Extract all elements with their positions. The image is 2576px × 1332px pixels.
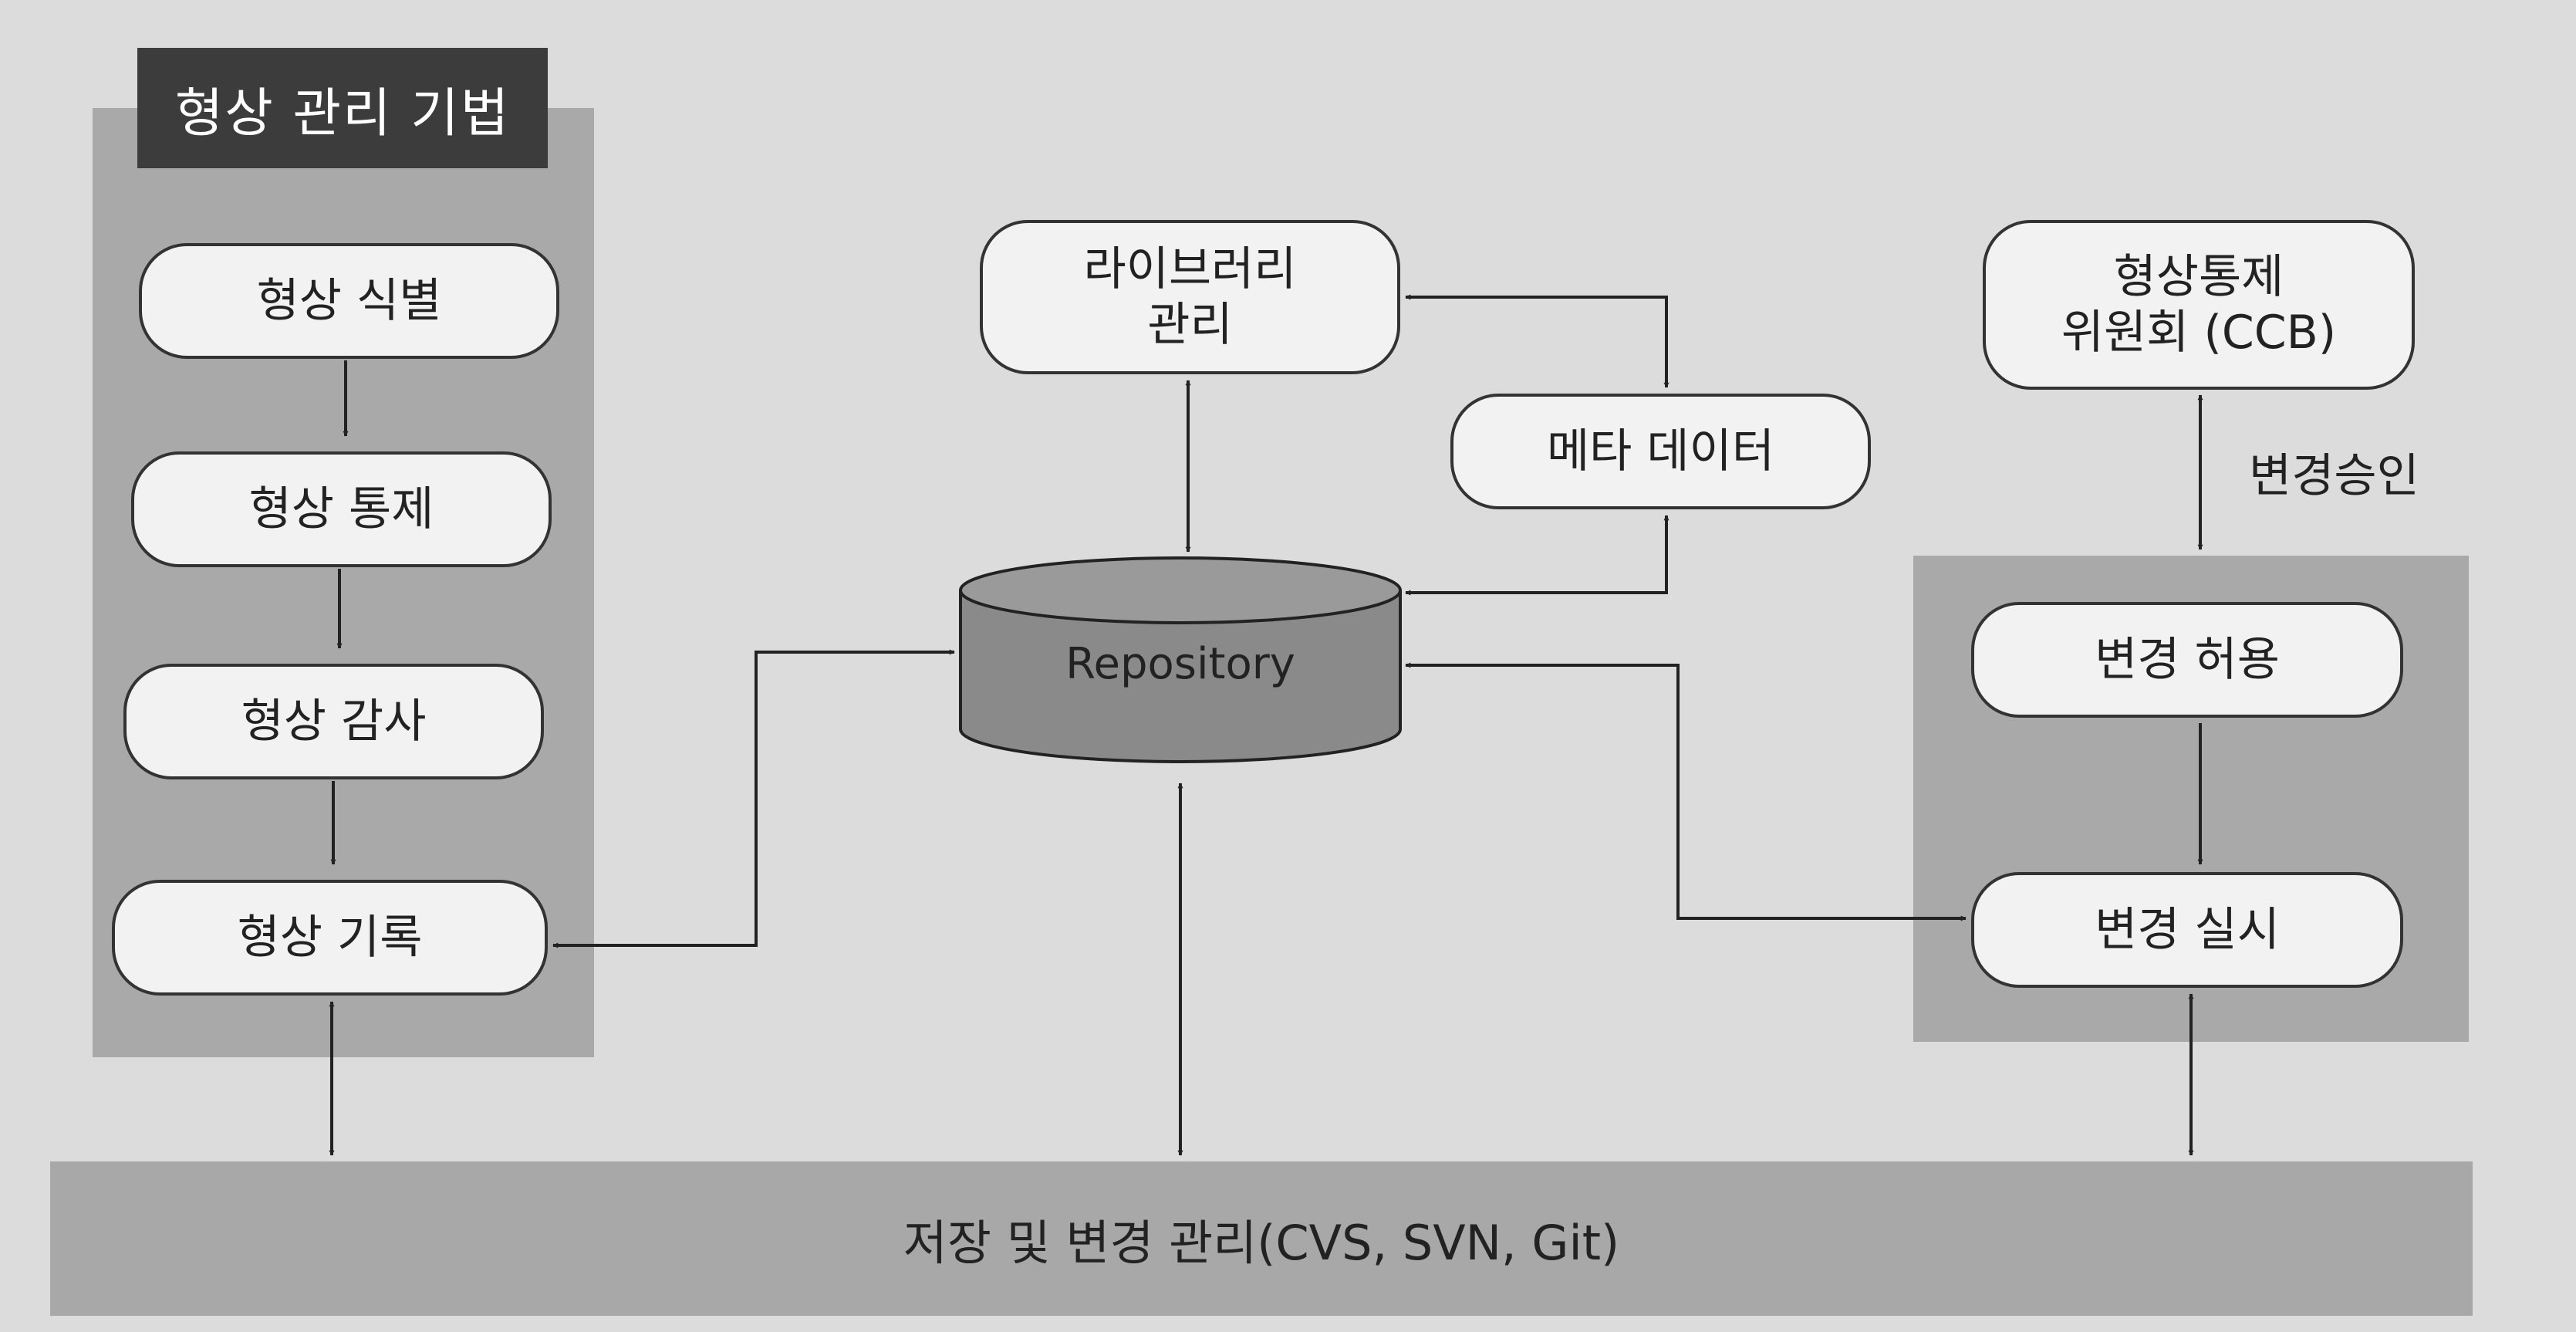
metadata-node: 메타 데이터 (1450, 394, 1871, 509)
arrow-metadata-repository (1405, 515, 1670, 596)
technique-panel-title: 형상 관리 기법 (137, 48, 548, 168)
change-execute-node: 변경 실시 (1971, 872, 2403, 988)
step-audit: 형상 감사 (123, 664, 544, 779)
arrow-record-repository (552, 649, 955, 948)
change-approval-label: 변경승인 (2249, 449, 2419, 503)
arrow-library-metadata (1405, 294, 1670, 388)
change-allow-node: 변경 허용 (1971, 602, 2403, 718)
step-identification: 형상 식별 (139, 243, 559, 359)
step-record: 형상 기록 (112, 880, 548, 996)
step-control: 형상 통제 (131, 451, 552, 567)
library-management-node: 라이브러리 관리 (980, 220, 1400, 374)
repository-cylinder (959, 556, 1402, 763)
arrow-repository-execute (1405, 662, 1967, 921)
storage-change-management-bar: 저장 및 변경 관리(CVS, SVN, Git) (50, 1161, 2473, 1316)
ccb-node: 형상통제 위원회 (CCB) (1983, 220, 2415, 390)
repository-label: Repository (1065, 638, 1295, 689)
